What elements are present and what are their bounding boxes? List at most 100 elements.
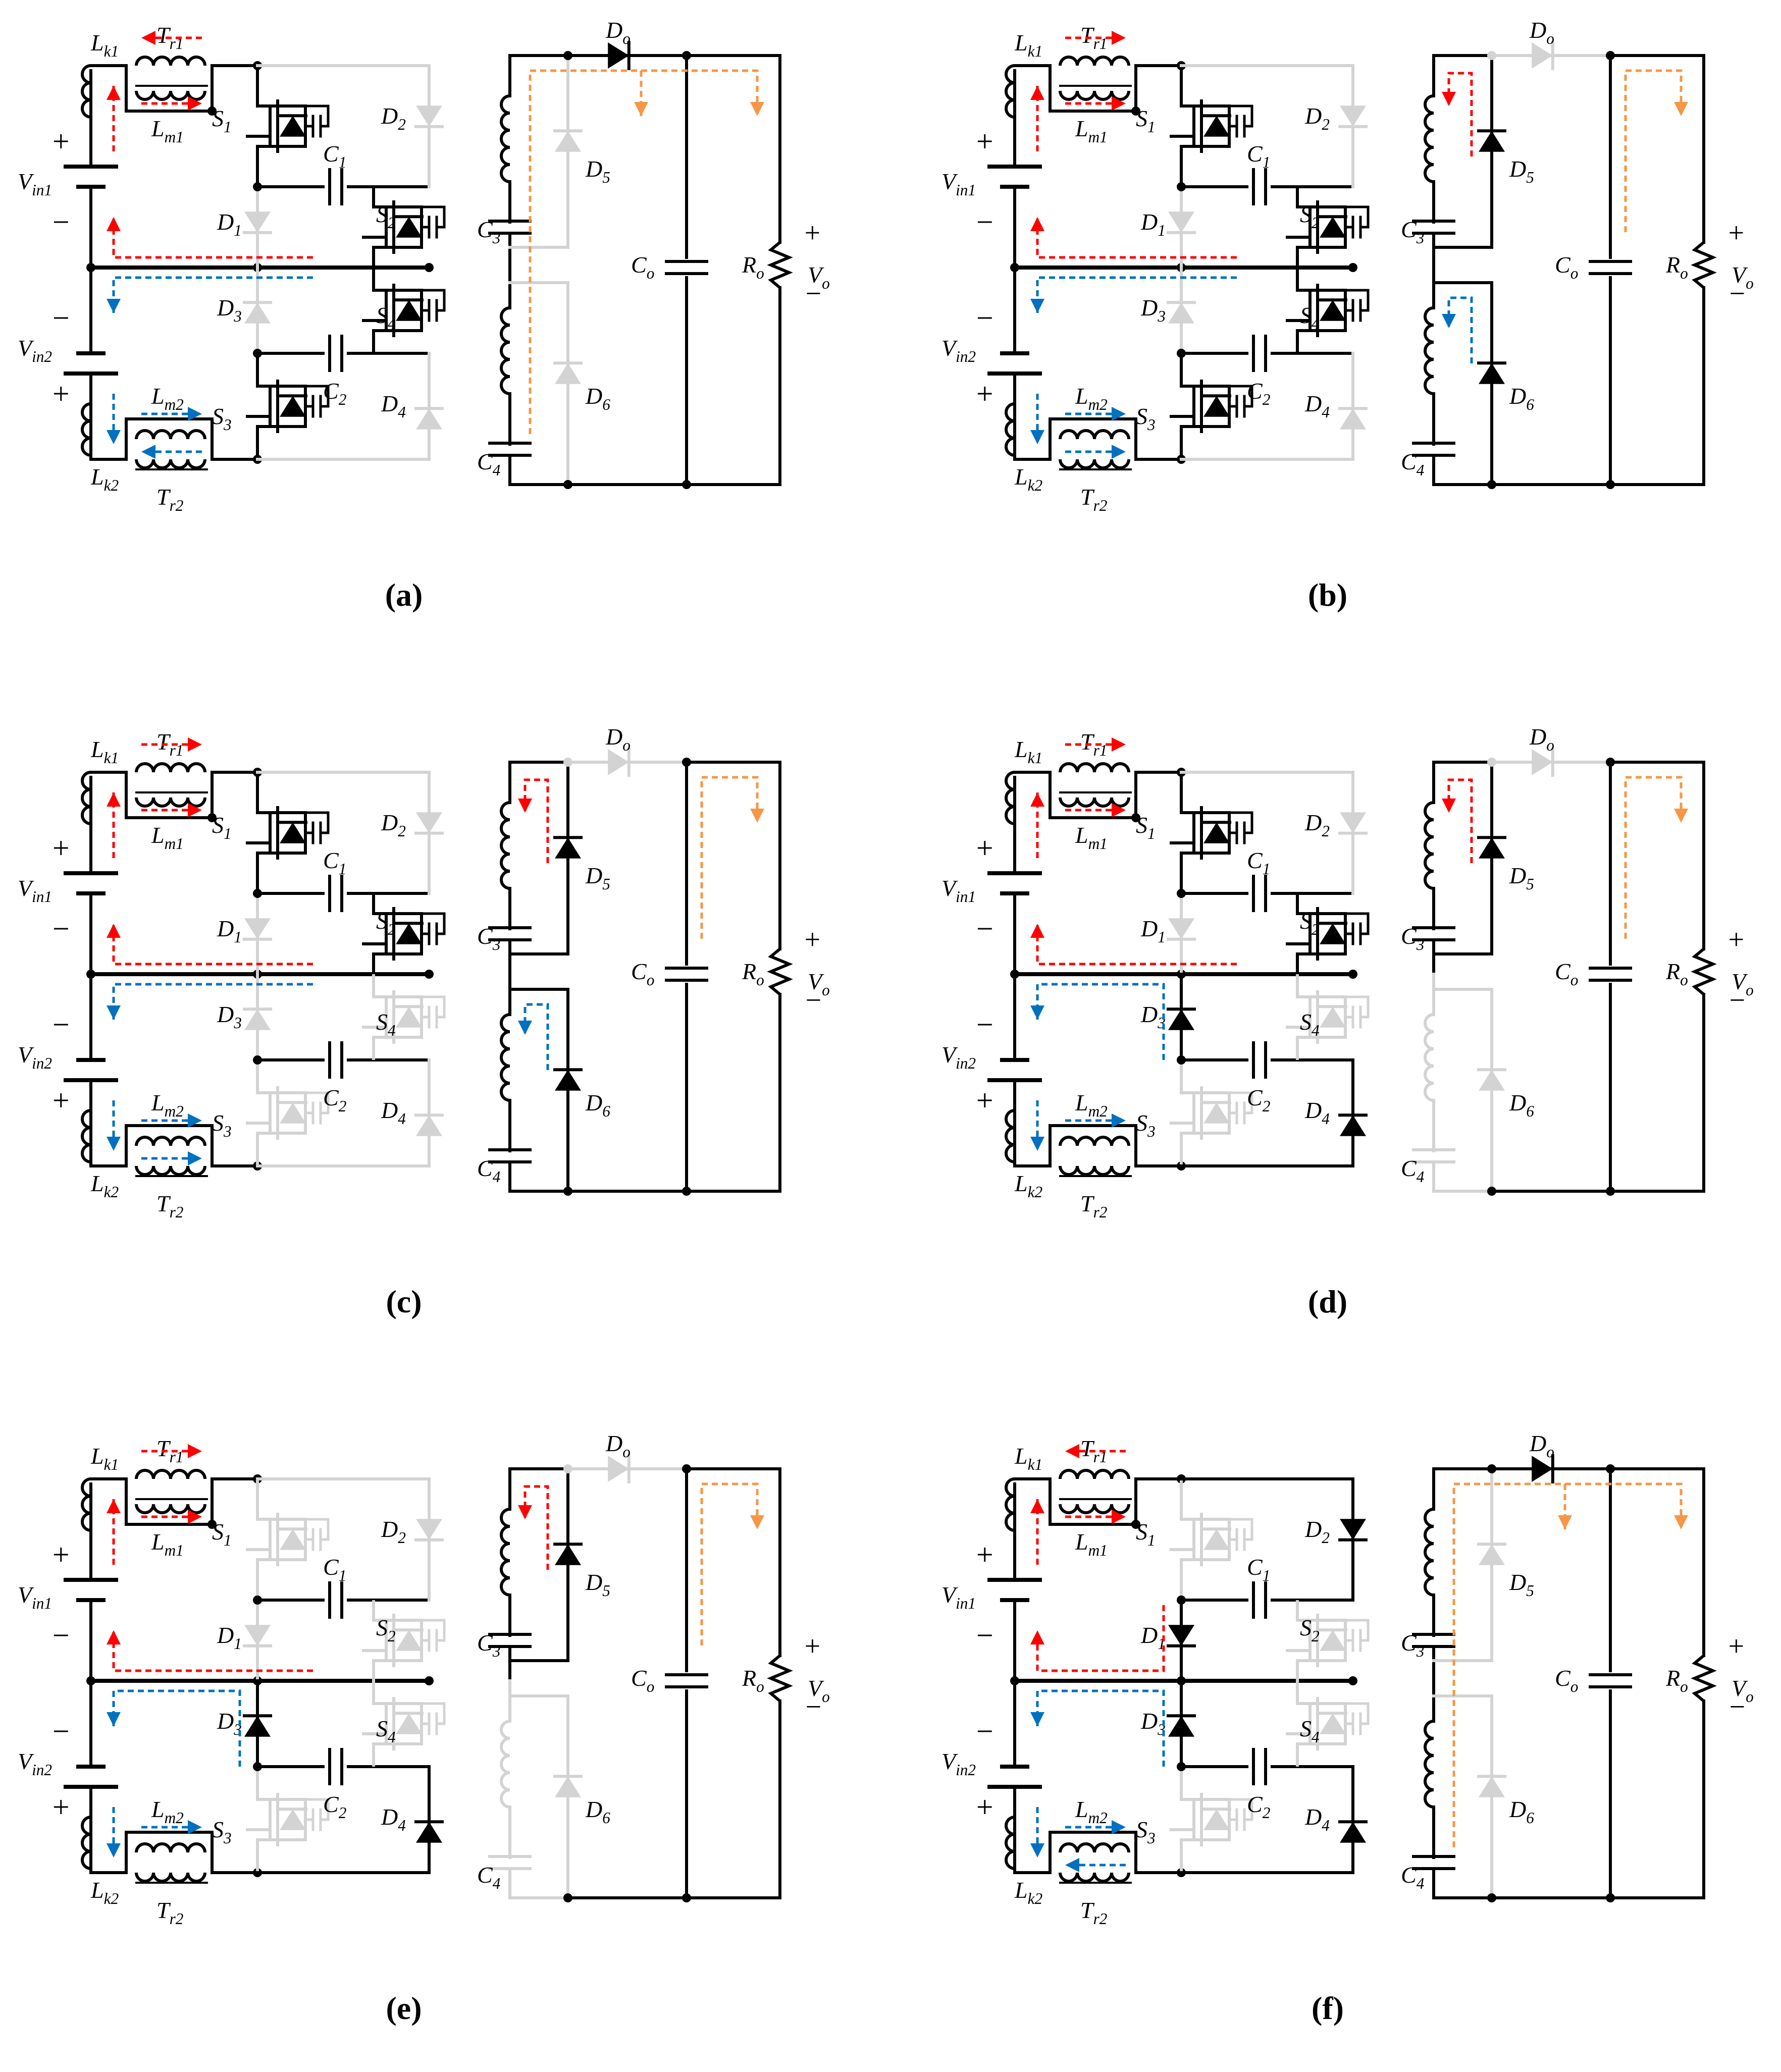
red-path-head: [1030, 924, 1044, 938]
blue-path-head: [1030, 1712, 1044, 1726]
orange-path: [1452, 1482, 1683, 1847]
tr1-secondary: [1424, 801, 1434, 890]
junction-dot: [253, 889, 262, 898]
label-ro: Ro: [742, 1665, 764, 1695]
do-diode: [608, 1456, 629, 1482]
junction-dot: [86, 263, 95, 272]
tr2-winding: [135, 1872, 206, 1883]
junction-dot: [1487, 1464, 1496, 1473]
junction-dot: [1487, 1187, 1496, 1196]
label-vo: Vo: [1732, 1675, 1754, 1706]
label-ro: Ro: [1665, 252, 1688, 282]
label-d2: D2: [381, 1516, 406, 1547]
red-path: [1036, 1605, 1165, 1672]
lm2-arrow-head: [1112, 407, 1126, 421]
tr2-secondary: [500, 1720, 510, 1809]
s2-switch: [1345, 205, 1370, 227]
label-lk2: Lk2: [1014, 1877, 1042, 1907]
label-ro: Ro: [742, 252, 764, 282]
s1-switch-body-diode: [280, 116, 306, 137]
red-path-head: [107, 792, 121, 807]
label-c3: C3: [1401, 1630, 1424, 1660]
d4-diode: [416, 408, 442, 430]
label-s2: S2: [1300, 201, 1320, 232]
plus-sign: +: [50, 125, 71, 158]
lk1-inductor: [81, 771, 91, 825]
red-loop-head: [518, 1505, 532, 1519]
panel-caption: (d): [1308, 1284, 1347, 1319]
do-diode: [608, 749, 629, 775]
lm1-winding: [135, 797, 206, 808]
label-d1: D1: [1140, 916, 1166, 946]
label-lm2: Lm2: [1075, 1090, 1108, 1120]
label-do: Do: [1529, 1430, 1554, 1461]
label-d6: D6: [1509, 383, 1534, 413]
red-path-head: [107, 1499, 121, 1513]
label-d3: D3: [217, 1001, 242, 1032]
red-path-head: [107, 217, 121, 231]
ro-resistor: [767, 947, 793, 996]
label-lk1: Lk1: [90, 30, 119, 60]
s3-switch: [305, 385, 330, 406]
lm1-arrow-head: [188, 96, 202, 111]
junction-dot: [86, 1676, 95, 1685]
lm1-arrow-head: [188, 1510, 202, 1524]
s4-switch-body-diode: [396, 1006, 422, 1028]
red-loop: [1447, 72, 1473, 156]
label-d4: D4: [1304, 391, 1330, 421]
junction-dot: [1487, 51, 1496, 60]
s2-switch: [1345, 1619, 1370, 1640]
junction-dot: [1010, 970, 1019, 979]
minus-sign: −: [974, 1619, 995, 1652]
label-vin1: Vin1: [18, 875, 52, 906]
junction-dot: [563, 1187, 572, 1196]
junction-dot: [1606, 1187, 1615, 1196]
minus-sign: −: [50, 301, 71, 335]
tr1-secondary: [1424, 1508, 1434, 1597]
plus-sign: +: [974, 1790, 995, 1824]
tr1-winding: [1059, 762, 1130, 773]
blue-path-head: [107, 430, 121, 444]
ro-resistor: [1691, 241, 1717, 289]
red-path-head: [1030, 1630, 1044, 1644]
label-vo: Vo: [808, 262, 830, 292]
junction-dot: [682, 1464, 691, 1473]
plus-sign: +: [803, 1631, 822, 1662]
label-d5: D5: [585, 1569, 610, 1600]
orange-path: [1624, 69, 1683, 232]
s4-switch: [422, 1702, 446, 1724]
d5-diode: [1479, 837, 1505, 859]
label-c3: C3: [477, 1630, 500, 1660]
label-tr2: Tr2: [1080, 1897, 1107, 1928]
tr2-arrow-head: [141, 445, 155, 459]
label-c1: C1: [1247, 1554, 1270, 1584]
label-do: Do: [605, 17, 631, 47]
blue-path-head: [107, 1005, 121, 1020]
lk2-inductor: [81, 1816, 91, 1870]
orange-path: [529, 69, 759, 434]
s4-switch-body-diode: [1320, 300, 1346, 321]
junction-dot: [253, 182, 262, 191]
label-s1: S1: [1136, 812, 1156, 842]
label-s1: S1: [1136, 1519, 1156, 1549]
junction-dot: [425, 1676, 434, 1685]
orange-path-head: [750, 1515, 764, 1529]
s4-switch-body-diode: [1320, 1713, 1346, 1734]
label-c3: C3: [1401, 923, 1424, 953]
s3-switch: [1229, 1798, 1253, 1820]
label-d6: D6: [585, 1090, 610, 1120]
d3-diode: [244, 1009, 271, 1030]
d1-diode: [1168, 1625, 1194, 1646]
orange-path: [1624, 776, 1683, 939]
d3-diode: [1168, 1009, 1194, 1030]
orange-path: [700, 776, 759, 939]
minus-sign: −: [804, 278, 823, 309]
minus-sign: −: [804, 985, 823, 1016]
minus-sign: −: [974, 1008, 995, 1041]
label-c3: C3: [1401, 217, 1424, 247]
label-lk2: Lk2: [1014, 1171, 1042, 1201]
s1-switch-body-diode: [1203, 1529, 1230, 1550]
label-c4: C4: [477, 1155, 500, 1186]
s3-switch-body-diode: [1203, 1102, 1230, 1124]
label-vin1: Vin1: [941, 875, 976, 906]
